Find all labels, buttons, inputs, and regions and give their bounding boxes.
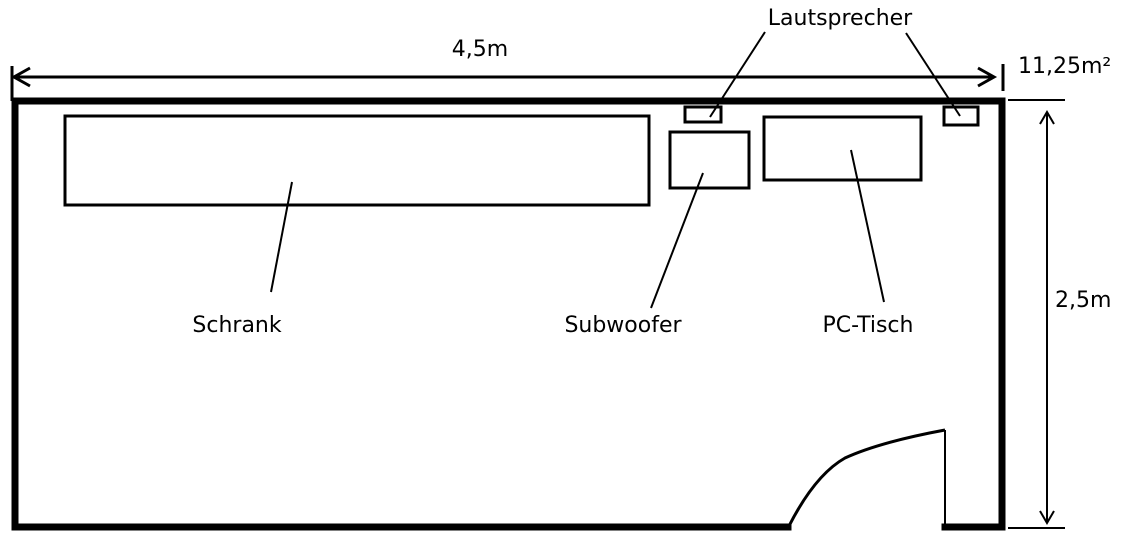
width-label: 4,5m bbox=[452, 37, 508, 62]
desk-box bbox=[762, 115, 923, 182]
desk-label: PC-Tisch bbox=[823, 313, 914, 338]
area-label: 11,25m² bbox=[1018, 54, 1111, 79]
height-dimension bbox=[1008, 99, 1065, 529]
door-swing-arc bbox=[787, 428, 946, 527]
cabinet-box bbox=[63, 114, 651, 207]
speakers-label: Lautsprecher bbox=[768, 6, 913, 31]
subwoofer-box bbox=[668, 130, 751, 190]
height-label: 2,5m bbox=[1055, 288, 1111, 313]
speaker-left-box bbox=[683, 105, 723, 124]
leader-lines bbox=[270, 31, 961, 309]
cabinet-label: Schrank bbox=[192, 313, 281, 338]
subwoofer-label: Subwoofer bbox=[564, 313, 682, 338]
speaker-right-box bbox=[942, 105, 980, 127]
wall-outline bbox=[11, 97, 1006, 531]
width-dimension bbox=[10, 64, 1005, 101]
door bbox=[787, 428, 946, 527]
walls bbox=[11, 97, 1006, 531]
